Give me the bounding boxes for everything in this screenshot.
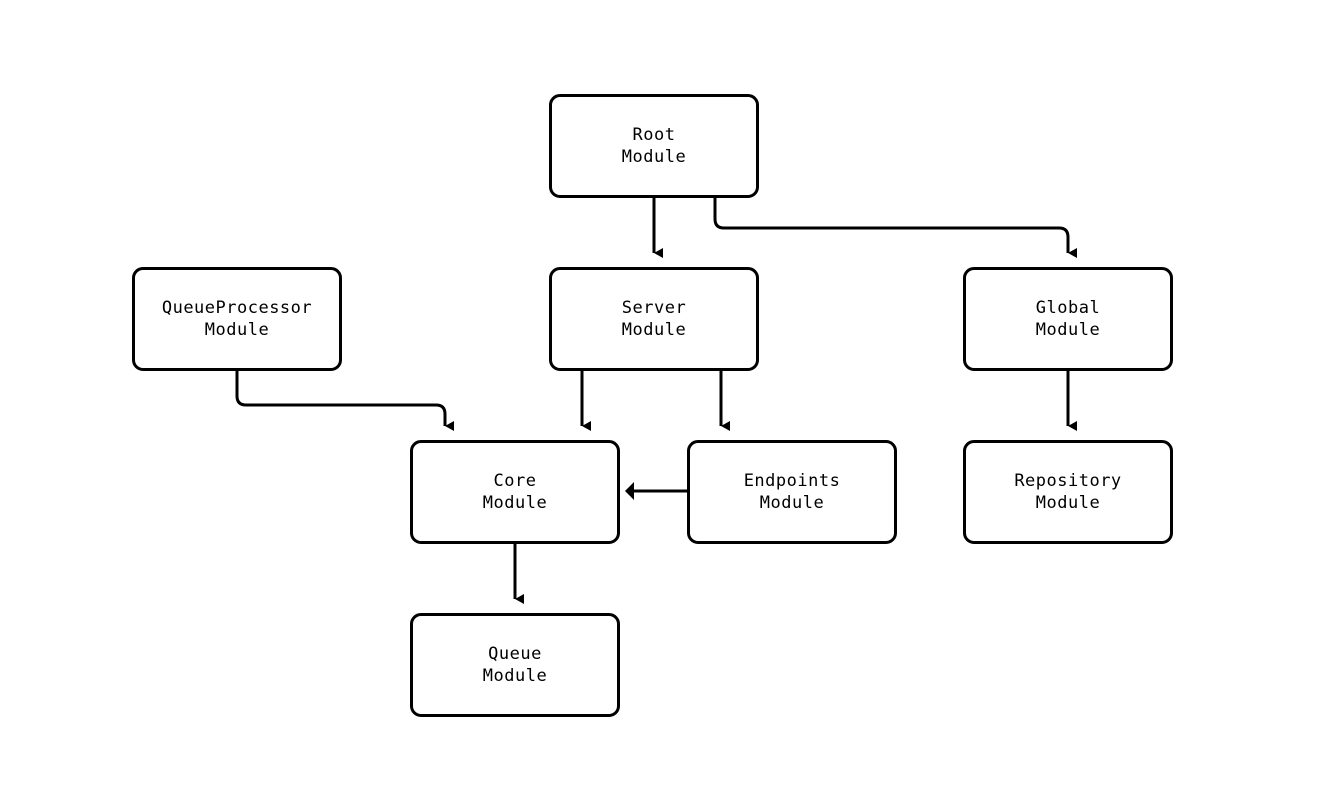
node-repository-label-line2: Module bbox=[1035, 493, 1101, 513]
node-repository[interactable]: Repository Module bbox=[963, 440, 1173, 544]
node-core-label-line1: Core bbox=[493, 471, 537, 491]
node-global-label-line1: Global bbox=[1035, 298, 1101, 318]
node-queue[interactable]: Queue Module bbox=[410, 613, 620, 717]
node-server-label-line2: Module bbox=[621, 320, 687, 340]
node-queue-label-line2: Module bbox=[482, 666, 548, 686]
node-queueprocessor-label-line2: Module bbox=[204, 320, 270, 340]
node-server-label-line1: Server bbox=[621, 298, 687, 318]
node-server[interactable]: Server Module bbox=[549, 267, 759, 371]
node-root-label-line2: Module bbox=[621, 147, 687, 167]
node-core-label-line2: Module bbox=[482, 493, 548, 513]
edge-endpoints-core-arrowhead bbox=[625, 482, 634, 500]
edge-root-global bbox=[713, 198, 1077, 258]
node-endpoints-label-line2: Module bbox=[759, 493, 825, 513]
node-queueprocessor[interactable]: QueueProcessor Module bbox=[132, 267, 342, 371]
node-root-label-line1: Root bbox=[632, 125, 676, 145]
node-queue-label-line1: Queue bbox=[488, 644, 542, 664]
node-core[interactable]: Core Module bbox=[410, 440, 620, 544]
node-endpoints-label-line1: Endpoints bbox=[743, 471, 841, 491]
node-global-label-line2: Module bbox=[1035, 320, 1101, 340]
node-root[interactable]: Root Module bbox=[549, 94, 759, 198]
node-global[interactable]: Global Module bbox=[963, 267, 1173, 371]
edge-queueprocessor-core bbox=[235, 371, 454, 431]
node-queueprocessor-label-line1: QueueProcessor bbox=[161, 298, 313, 318]
node-endpoints[interactable]: Endpoints Module bbox=[687, 440, 897, 544]
node-repository-label-line1: Repository bbox=[1014, 471, 1122, 491]
